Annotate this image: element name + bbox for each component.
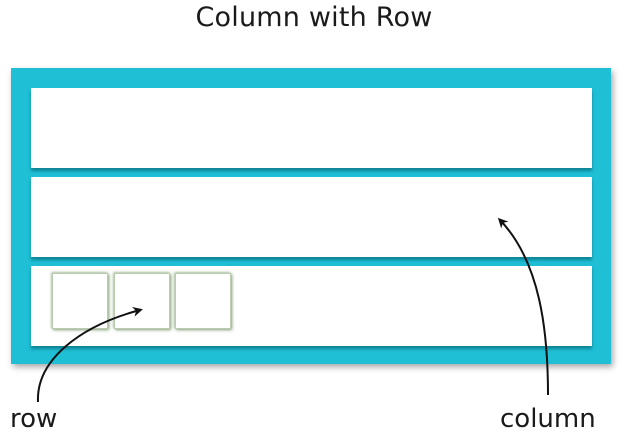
row-cell-2: [114, 273, 170, 329]
column-child-2: [31, 177, 592, 257]
row-pointer-arrow: [36, 306, 143, 403]
column-label: column: [500, 404, 596, 434]
row-cell-3: [175, 273, 231, 329]
column-container: [11, 68, 611, 364]
column-child-3: [31, 266, 592, 346]
row-cell-1: [52, 273, 108, 329]
row-label: row: [10, 404, 58, 434]
diagram-title: Column with Row: [195, 2, 433, 33]
column-child-1: [31, 88, 592, 168]
column-pointer-arrow: [497, 217, 549, 396]
